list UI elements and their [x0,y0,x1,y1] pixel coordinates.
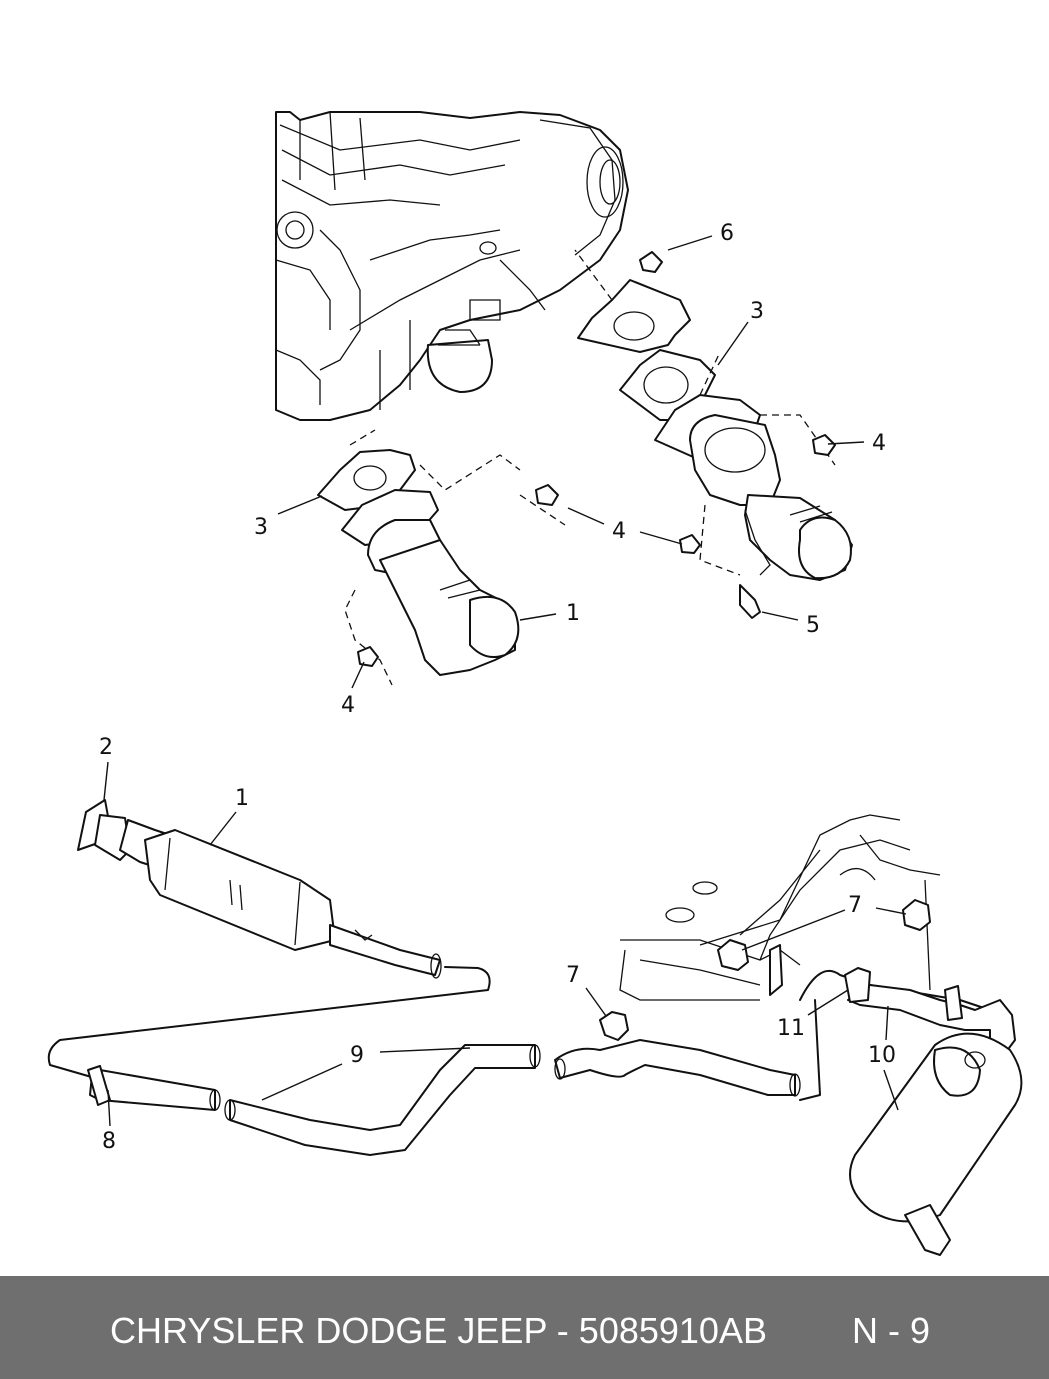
callout-10: 10 [868,1043,896,1068]
callout-3-right: 3 [750,299,764,324]
callout-8: 8 [102,1129,116,1154]
part-number-text: CHRYSLER DODGE JEEP - 5085910AB [110,1310,767,1351]
callout-4-bottom: 4 [341,693,355,718]
callout-2: 2 [99,735,113,760]
right-catalytic-converter [574,249,853,619]
exhaust-pipes [47,966,1011,1156]
callout-4-mid: 4 [612,519,626,544]
callout-11: 11 [777,1016,805,1041]
leader-lines [103,235,907,1127]
hangers-clamps [599,899,963,1041]
callout-9: 9 [350,1043,364,1068]
callout-7-right: 7 [848,893,862,918]
diagram-code: N - 9 [852,1310,931,1351]
callout-4-right: 4 [872,431,886,456]
callout-1-bottom: 1 [235,786,249,811]
callout-6: 6 [720,221,734,246]
callout-5: 5 [806,613,820,638]
nut-fasteners-top [357,251,836,667]
engine-illustration [275,111,629,421]
part-number-banner: CHRYSLER DODGE JEEP - 5085910AB N - 9 [0,1276,1049,1379]
left-catalytic-converter [317,429,566,686]
exhaust-system-diagram: 6 3 4 3 4 1 5 4 2 1 7 7 9 11 10 8 [47,111,1023,1256]
callout-7-left: 7 [566,963,580,988]
muffler [847,984,1023,1256]
vehicle-underbody [619,814,941,1001]
callout-labels: 6 3 4 3 4 1 5 4 2 1 7 7 9 11 10 8 [99,221,896,1154]
callout-3-left: 3 [254,515,268,540]
callout-1-top: 1 [566,601,580,626]
lower-catalytic-converter [77,799,442,979]
diagram-svg: 6 3 4 3 4 1 5 4 2 1 7 7 9 11 10 8 [47,111,1023,1256]
